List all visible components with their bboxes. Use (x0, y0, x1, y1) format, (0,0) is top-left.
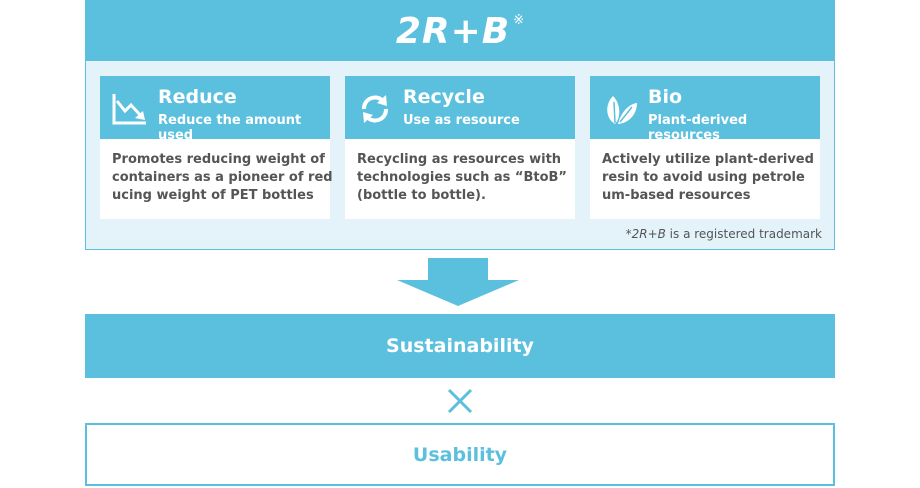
2rb-panel: 2R+B ※ Reduce Reduce the amount used Pro… (85, 0, 835, 250)
bio-line: Actively utilize plant-derived (602, 152, 814, 167)
bio-title: Bio (648, 86, 683, 108)
trademark-text: is a registered trademark (665, 227, 822, 241)
trademark-note: *2R+B is a registered trademark (626, 227, 822, 241)
usability-box: Usability (85, 423, 835, 486)
recycle-arrows-icon (362, 95, 388, 123)
reduce-line: Promotes reducing weight of (112, 152, 325, 167)
down-arrow-icon (397, 258, 519, 306)
leaf-icon (607, 96, 637, 124)
bio-description: Actively utilize plant-derived resin to … (590, 139, 820, 205)
recycle-card-header: Recycle Use as resource (345, 76, 575, 139)
sustainability-bar: Sustainability (85, 314, 835, 378)
reduce-card-header: Reduce Reduce the amount used (100, 76, 330, 143)
recycle-subtitle: Use as resource (403, 113, 520, 128)
reduce-line: ucing weight of PET bottles (112, 188, 314, 203)
recycle-description: Recycling as resources with technologies… (345, 139, 575, 205)
banner-title: 2R+B (395, 10, 511, 52)
reduce-title: Reduce (158, 86, 237, 108)
reduce-card: Reduce Reduce the amount used Promotes r… (100, 76, 333, 219)
banner-reference-mark: ※ (513, 12, 525, 28)
declining-chart-icon (112, 94, 146, 125)
reduce-description: Promotes reducing weight of containers a… (100, 139, 333, 205)
trademark-asterisk: * (625, 227, 632, 241)
recycle-line: Recycling as resources with (357, 152, 562, 167)
trademark-term: 2R+B (631, 227, 666, 241)
banner: 2R+B ※ (86, 1, 834, 61)
usability-label: Usability (412, 443, 508, 466)
recycle-card: Recycle Use as resource Recycling as res… (345, 76, 575, 219)
sustainability-label: Sustainability (386, 335, 534, 357)
bio-line: um-based resources (602, 188, 751, 203)
recycle-line: technologies such as “BtoB” (357, 170, 567, 185)
bio-card: Bio Plant-derived resources Actively uti… (590, 76, 820, 219)
bio-line: resin to avoid using petrole (602, 170, 805, 185)
recycle-line: (bottle to bottle). (357, 188, 486, 203)
reduce-line: containers as a pioneer of red (112, 170, 333, 185)
bio-subtitle: Plant-derived resources (648, 113, 748, 143)
recycle-title: Recycle (403, 86, 485, 108)
bio-card-header: Bio Plant-derived resources (590, 76, 820, 143)
times-icon (447, 388, 473, 414)
reduce-subtitle: Reduce the amount used (158, 113, 302, 143)
